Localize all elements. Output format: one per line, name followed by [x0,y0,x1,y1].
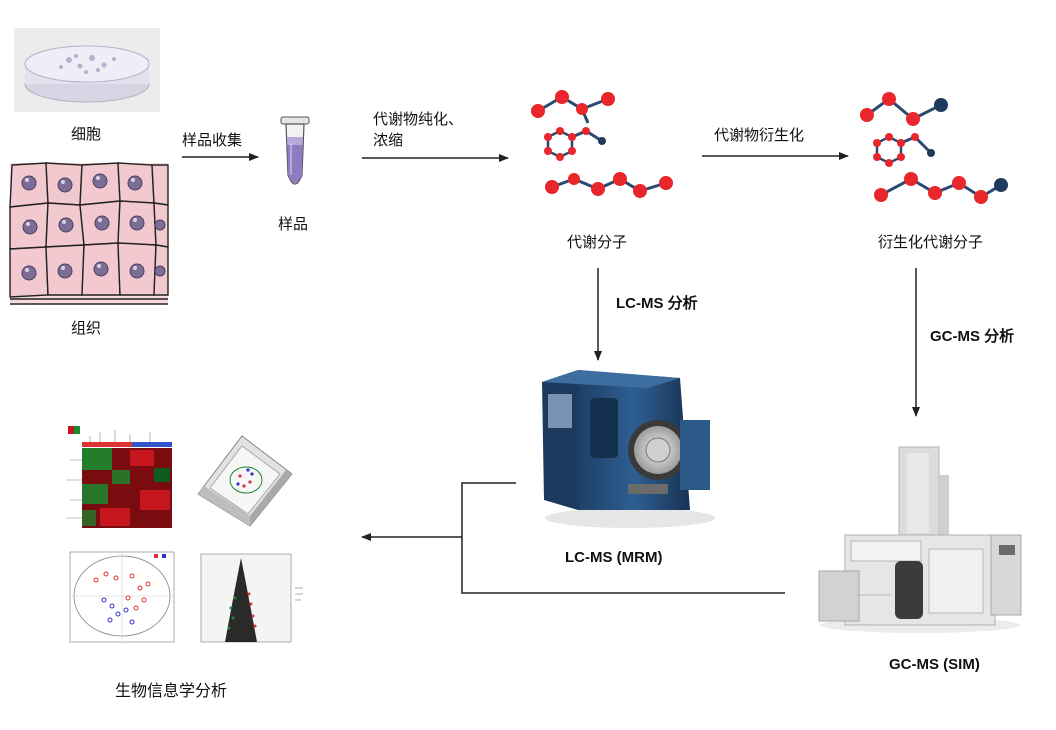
metabolite-molecules-icon [531,90,673,198]
lcms-instrument-text: LC-MS (MRM) [565,549,663,566]
derivatized-label: 衍生化代谢分子 [878,233,984,251]
gcms-instrument-text: GC-MS (SIM) [889,656,980,673]
gcms-analysis-label: GC-MS 分析 [930,325,1014,346]
pca-3d-thumbnail [197,435,293,527]
tissue-image [9,162,169,311]
sample-tube-icon [277,115,313,195]
purification-label-line1: 代谢物纯化、 [373,110,464,128]
heatmap-thumbnail [66,426,172,528]
metabolite-label: 代谢分子 [567,233,628,251]
gcms-instrument-label: GC-MS (SIM) [889,655,980,673]
pca-2d-thumbnail [69,551,175,643]
lcms-instrument-label: LC-MS (MRM) [565,548,662,566]
sample-label: 样品 [278,215,309,233]
volcano-plot-thumbnail [200,553,303,643]
derivatized-molecules-icon [860,92,1008,204]
derivatization-label: 代谢物衍生化 [714,126,805,144]
bioinformatics-panel [60,420,350,655]
gcms-analysis-text: GC-MS 分析 [930,328,1015,345]
sample-collection-label: 样品收集 [182,131,243,149]
purification-label-line2: 浓缩 [373,131,404,149]
lcms-instrument-image [542,370,715,528]
tissue-label: 组织 [71,319,102,337]
bioinformatics-label: 生物信息学分析 [115,681,228,700]
cell-label: 细胞 [71,125,102,143]
connector-to-bioinformatics [461,482,785,594]
petri-dish-image [14,28,160,112]
lcms-analysis-text: LC-MS 分析 [616,295,698,312]
lcms-analysis-label: LC-MS 分析 [616,292,698,313]
gcms-instrument-image [818,446,1022,633]
